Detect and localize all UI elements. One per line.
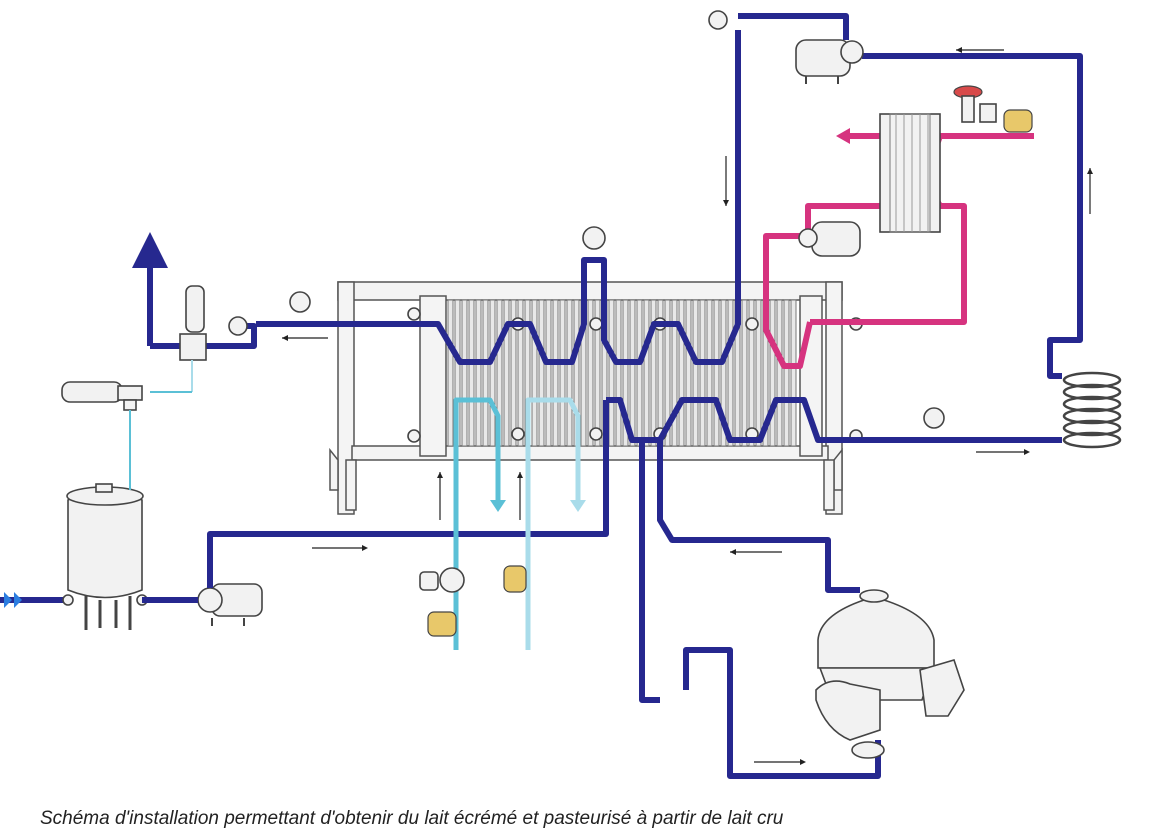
exchanger-plate xyxy=(503,299,510,447)
hot-water-pump xyxy=(798,221,861,257)
exchanger-plate xyxy=(517,299,524,447)
exchanger-plate xyxy=(531,299,538,447)
exchanger-plate xyxy=(727,299,734,447)
exchanger-plate xyxy=(741,299,748,447)
exchanger-port xyxy=(511,427,525,441)
exchanger-plate xyxy=(776,299,783,447)
plate-heat-exchanger xyxy=(329,281,863,515)
exchanger-plate xyxy=(489,299,496,447)
exchanger-plate xyxy=(706,299,713,447)
exchanger-plate xyxy=(559,299,566,447)
exchanger-plate xyxy=(692,299,699,447)
exchanger-plate xyxy=(510,299,517,447)
exchanger-plate xyxy=(538,299,545,447)
installation-diagram xyxy=(0,10,1122,779)
flow-diversion-valve xyxy=(150,285,207,393)
exchanger-plate xyxy=(748,299,755,447)
exchanger-plate xyxy=(447,299,454,447)
exchanger-port xyxy=(589,317,603,331)
exchanger-port xyxy=(589,427,603,441)
exchanger-plate xyxy=(482,299,489,447)
exchanger-plate xyxy=(594,299,601,447)
diagram-caption: Schéma d'installation permettant d'obten… xyxy=(40,808,784,829)
cooling-water-valves xyxy=(419,565,527,637)
balance-tank xyxy=(66,483,144,630)
exchanger-plate xyxy=(468,299,475,447)
exchanger-plate xyxy=(461,299,468,447)
booster-pump xyxy=(795,39,864,84)
steam-heater xyxy=(879,113,941,233)
exchanger-port xyxy=(745,317,759,331)
exchanger-plate xyxy=(720,299,727,447)
exchanger-plate xyxy=(636,299,643,447)
feed-pump xyxy=(197,583,263,626)
centrifugal-separator xyxy=(815,589,965,759)
exchanger-plate xyxy=(622,299,629,447)
exchanger-plate xyxy=(643,299,650,447)
exchanger-plate xyxy=(783,299,790,447)
exchanger-port xyxy=(407,307,421,321)
steam-control-valve xyxy=(953,85,1033,133)
exchanger-plate xyxy=(664,299,671,447)
flow-direction-arrows xyxy=(282,47,1093,765)
exchanger-plate xyxy=(552,299,559,447)
exchanger-plate xyxy=(671,299,678,447)
exchanger-port xyxy=(407,429,421,443)
exchanger-plate xyxy=(587,299,594,447)
exchanger-plate xyxy=(615,299,622,447)
holding-tube xyxy=(1062,371,1122,449)
exchanger-plate xyxy=(650,299,657,447)
exchanger-plate xyxy=(678,299,685,447)
exchanger-plate xyxy=(685,299,692,447)
exchanger-plate xyxy=(755,299,762,447)
exchanger-plate xyxy=(545,299,552,447)
exchanger-plate xyxy=(713,299,720,447)
exchanger-plate xyxy=(608,299,615,447)
exchanger-plate xyxy=(769,299,776,447)
exchanger-plate xyxy=(629,299,636,447)
exchanger-plate xyxy=(566,299,573,447)
pressure-gauges xyxy=(228,10,945,429)
exchanger-plate xyxy=(699,299,706,447)
exchanger-plate xyxy=(475,299,482,447)
exchanger-plate xyxy=(790,299,797,447)
inlet-control-valve xyxy=(61,381,143,411)
